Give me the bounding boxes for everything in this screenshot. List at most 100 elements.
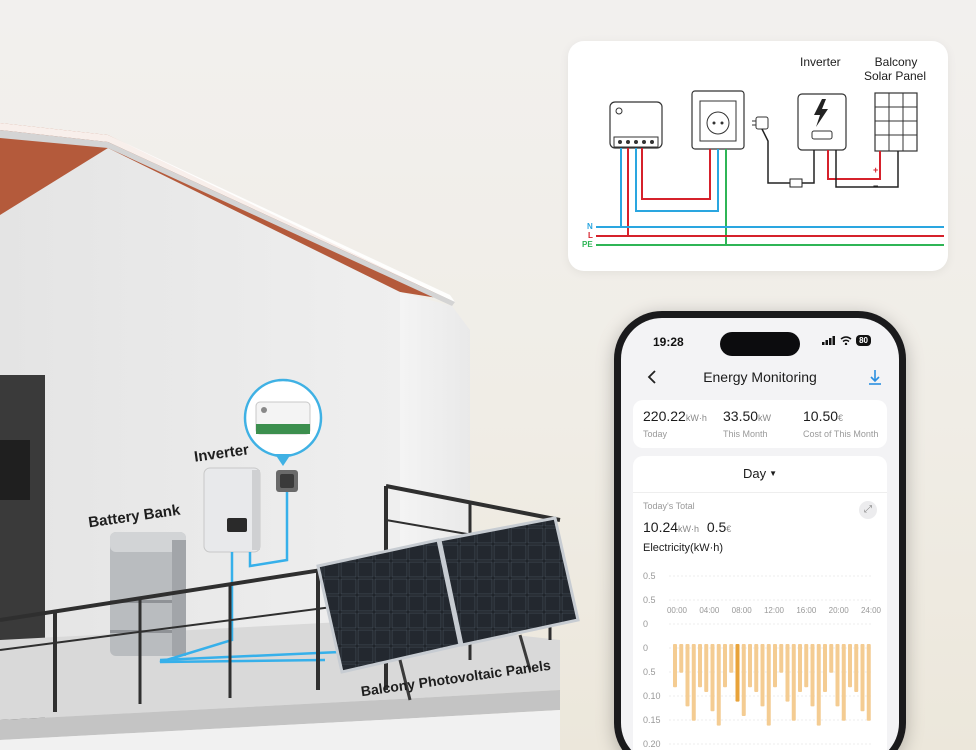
- bus-l-label: L: [588, 231, 593, 240]
- expand-icon[interactable]: ⤢: [859, 501, 877, 519]
- chart-bar: [748, 644, 752, 688]
- x-tick-label: 12:00: [764, 606, 785, 615]
- stat-month-label: This Month: [723, 429, 768, 439]
- energy-value: 10.24: [643, 519, 679, 535]
- chart-bar: [754, 644, 759, 692]
- relay-module: [609, 101, 663, 149]
- chart-bar: [710, 644, 715, 712]
- dynamic-island: [720, 332, 800, 356]
- chart-bar: [673, 644, 677, 688]
- stat-today-unit: kW·h: [685, 413, 707, 423]
- wiring-diagram-card: Inverter Balcony Solar Panel N L PE + −: [568, 41, 948, 271]
- x-tick-label: 04:00: [699, 606, 720, 615]
- phone-frame: 19:28 80 Energy Monitoring 220.22kW·h To…: [614, 311, 906, 750]
- back-button[interactable]: [643, 366, 663, 388]
- x-tick-label: 00:00: [667, 606, 688, 615]
- diagram-inverter-label: Inverter: [800, 55, 841, 69]
- cables: [159, 492, 341, 664]
- y-tick-label: 0: [643, 643, 648, 653]
- chart-bar: [704, 644, 709, 692]
- y-tick-label: 0.5: [643, 667, 656, 677]
- today-values: 10.24kW·h 0.5€: [643, 519, 731, 535]
- y-tick-label: 0.5: [643, 571, 656, 581]
- chart-bar: [760, 644, 765, 707]
- download-icon[interactable]: [865, 366, 885, 388]
- status-time: 19:28: [653, 335, 684, 349]
- status-bar: 19:28 80: [621, 318, 899, 362]
- chart-bar: [848, 644, 852, 688]
- wiring-diagram: [596, 90, 944, 246]
- chart-bar: [829, 644, 834, 673]
- y-tick-label: 0.20: [643, 739, 661, 749]
- stat-cost-unit: €: [838, 413, 844, 423]
- chart-bar: [816, 644, 821, 726]
- stat-cost-value: 10.50: [803, 408, 839, 424]
- bus-n-label: N: [587, 222, 593, 231]
- relay-callout: [243, 378, 323, 466]
- diagram-inverter: [797, 93, 847, 151]
- stat-today-value: 220.22: [643, 408, 686, 424]
- chart-bar: [810, 644, 815, 707]
- today-total-label: Today's Total: [643, 501, 695, 511]
- chart-bar: [860, 644, 865, 712]
- chart-bar: [741, 644, 746, 716]
- diagram-panel-label-2: Solar Panel: [863, 69, 927, 83]
- y-tick-label: 0.15: [643, 715, 661, 725]
- chart-bar: [698, 644, 702, 688]
- cost-value: 0.5: [706, 519, 727, 535]
- chart-title: Electricity(kW·h): [643, 542, 724, 554]
- chart-bar: [841, 644, 846, 721]
- chart-bar: [723, 644, 727, 688]
- x-tick-label: 20:00: [829, 606, 850, 615]
- inverter-box: [203, 467, 261, 553]
- x-tick-label: 24:00: [861, 606, 882, 615]
- chart-bar: [729, 644, 734, 673]
- cost-unit: €: [726, 524, 732, 534]
- chart-bar: [866, 644, 871, 721]
- chart-bar: [679, 644, 684, 673]
- chart-bar: [716, 644, 721, 726]
- minus-label: −: [873, 181, 879, 191]
- chart-bar: [685, 644, 690, 707]
- stat-cost: 10.50€ Cost of This Month: [803, 408, 878, 439]
- signal-icon: [822, 336, 836, 345]
- chart-bar: [785, 644, 790, 702]
- energy-unit: kW·h: [678, 524, 700, 534]
- plus-label: +: [873, 165, 879, 175]
- bus-pe-label: PE: [582, 240, 593, 249]
- x-tick-label: 08:00: [732, 606, 753, 615]
- wall-socket: [276, 470, 298, 492]
- stat-month-value: 33.50: [723, 408, 759, 424]
- chart-bar: [823, 644, 827, 692]
- chart-bar: [735, 644, 740, 702]
- chart-bar: [798, 644, 802, 692]
- chart-bar: [691, 644, 696, 721]
- caret-down-icon: ▼: [769, 469, 778, 478]
- summary-card: 220.22kW·h Today 33.50kW This Month 10.5…: [633, 400, 887, 448]
- stat-today: 220.22kW·h Today: [643, 408, 707, 439]
- plug: [752, 116, 769, 130]
- period-value: Day: [742, 466, 767, 481]
- y-tick-label: 0: [643, 619, 648, 629]
- y-tick-label: 0.10: [643, 691, 661, 701]
- diagram-solar-panel: [874, 92, 918, 152]
- nav-bar: Energy Monitoring: [621, 362, 899, 392]
- stat-month-unit: kW: [758, 413, 772, 423]
- chart-bar: [773, 644, 777, 688]
- solar-panels: [316, 516, 580, 701]
- page-title: Energy Monitoring: [703, 369, 817, 385]
- chart-bar: [835, 644, 840, 707]
- electricity-chart: 0.50.5000.50.100.150.200.2500:0004:0008:…: [643, 571, 882, 749]
- diagram-panel-label-1: Balcony: [874, 55, 918, 69]
- stat-today-label: Today: [643, 429, 668, 439]
- y-tick-label: 0.5: [643, 595, 656, 605]
- stat-cost-label: Cost of This Month: [803, 429, 879, 439]
- period-dropdown[interactable]: Day▼: [633, 466, 887, 481]
- wifi-icon: [840, 336, 852, 345]
- chart-bar: [779, 644, 784, 673]
- phone-screen: 19:28 80 Energy Monitoring 220.22kW·h To…: [621, 318, 899, 750]
- house-wall: [0, 148, 400, 750]
- status-icons: 80: [822, 335, 871, 346]
- chart-bar: [791, 644, 796, 721]
